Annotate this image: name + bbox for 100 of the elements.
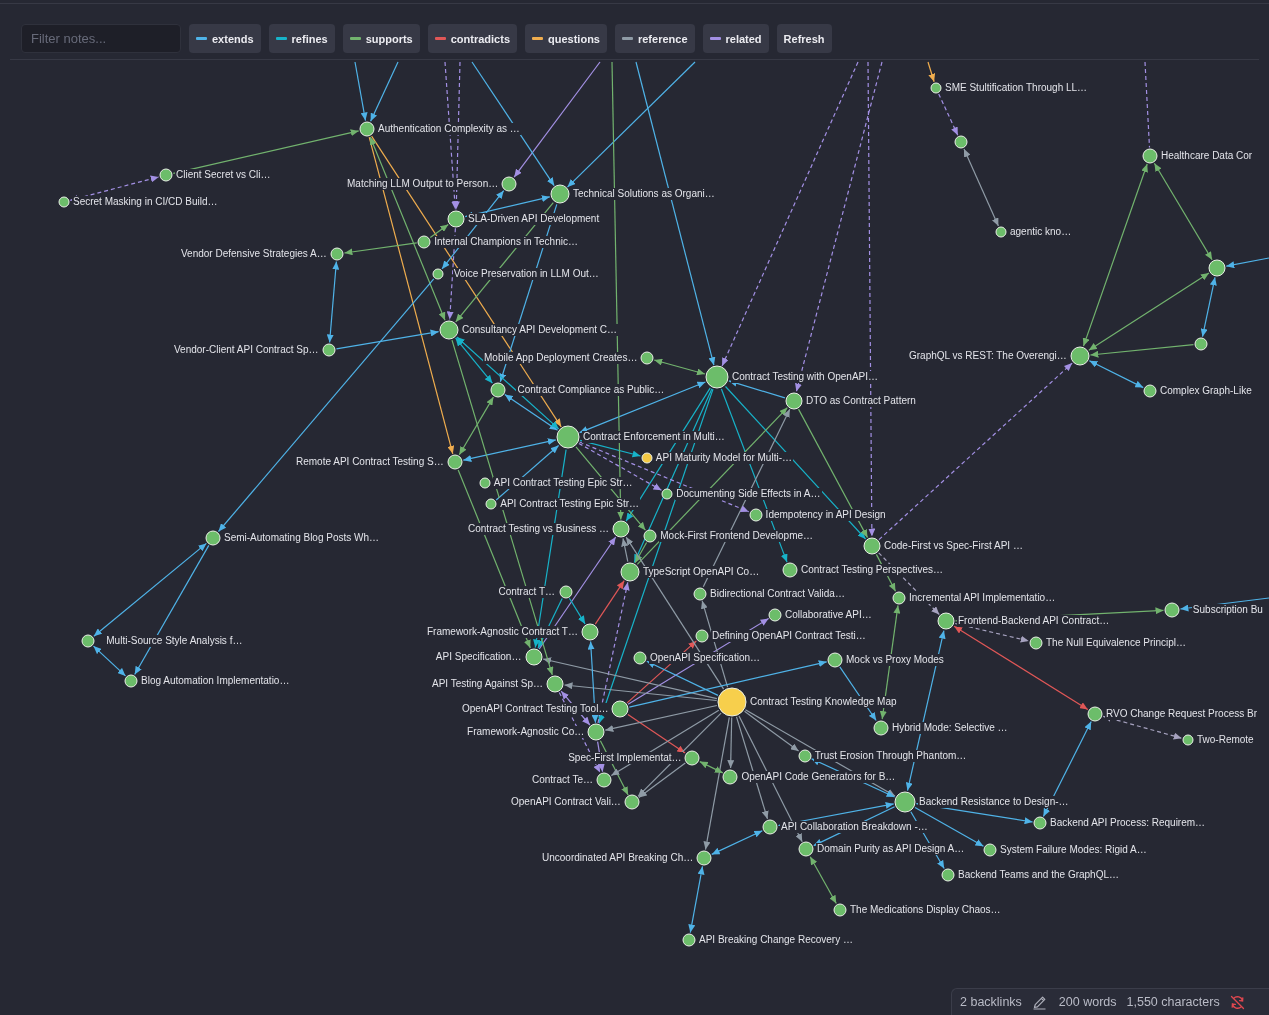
arrow xyxy=(634,541,648,564)
node-title: Vendor-Client API Contract Sp… xyxy=(173,344,320,356)
node-title: Contract Testing vs Business … xyxy=(467,523,610,536)
arrow xyxy=(464,195,551,219)
node-title: DTO as Contract Pattern xyxy=(805,394,917,407)
node-title: Technical Solutions as Organi… xyxy=(572,188,716,201)
node-title: API Specification… xyxy=(434,650,523,663)
arrow xyxy=(369,136,446,321)
node-title: Complex Graph-Like xyxy=(1159,385,1253,397)
arrow xyxy=(637,712,722,797)
graph-node xyxy=(524,647,543,666)
node-title: Client Secret vs Cli… xyxy=(175,169,272,181)
graph-node xyxy=(546,675,564,693)
arrow xyxy=(504,393,559,431)
node-title: Mock-First Frontend Developme… xyxy=(659,530,815,542)
graph-node xyxy=(417,234,432,249)
graph-node xyxy=(682,933,696,947)
node-title: Consultancy API Development C… xyxy=(461,324,619,336)
graph-node xyxy=(717,687,747,718)
arrow xyxy=(456,336,560,430)
node-title: Incremental API Implementatio… xyxy=(908,592,1057,604)
graph-node xyxy=(330,247,344,261)
arrow xyxy=(1088,360,1144,389)
arrow xyxy=(1088,272,1210,351)
graph-node xyxy=(1194,337,1208,351)
graph-node xyxy=(633,651,647,666)
graph-node xyxy=(695,628,710,643)
graph-node xyxy=(556,425,580,450)
node-title: The Medications Display Chaos… xyxy=(849,904,1002,916)
arrow xyxy=(635,61,716,366)
arrow xyxy=(217,278,435,533)
graph-node xyxy=(894,790,916,813)
graph-node xyxy=(640,351,654,365)
arrow xyxy=(579,439,642,458)
arrow xyxy=(1153,162,1213,261)
node-title: Mobile App Deployment Creates… xyxy=(483,352,639,364)
arrow xyxy=(724,385,867,540)
filter-toggle-button: reference xyxy=(614,24,695,53)
arrow xyxy=(646,660,719,696)
node-title: OpenAPI Contract Vali… xyxy=(510,796,622,809)
arrow xyxy=(354,61,368,122)
word-count: 200 words xyxy=(1058,995,1117,1009)
node-title: GraphQL vs REST: The Overengi… xyxy=(908,350,1068,362)
graph-node xyxy=(432,268,444,280)
arrow xyxy=(878,552,940,616)
graph-node xyxy=(684,749,701,766)
arrow xyxy=(743,710,800,752)
arrow xyxy=(1225,257,1269,269)
graph-node xyxy=(785,391,803,410)
node-title: Two-Remote xyxy=(1196,734,1255,746)
graph-node xyxy=(124,674,138,688)
graph-node xyxy=(159,168,173,182)
arrow xyxy=(455,337,493,384)
arrow xyxy=(735,716,769,820)
arrow xyxy=(69,175,160,202)
arrow xyxy=(471,61,555,187)
graph-node xyxy=(863,537,881,555)
graph-node xyxy=(205,530,221,546)
graph-node xyxy=(892,591,906,605)
arrow xyxy=(538,536,617,650)
node-title: SLA-Driven API Development xyxy=(467,212,601,225)
arrow xyxy=(579,381,706,434)
node-title: API Contract Testing Epic Str… xyxy=(499,498,640,511)
graph-node xyxy=(643,529,658,543)
graph-node xyxy=(768,607,782,622)
node-title: RVO Change Request Process Br xyxy=(1105,708,1258,720)
arrow xyxy=(1102,715,1183,740)
node-title: Collaborative API… xyxy=(784,608,873,621)
graph-node xyxy=(322,343,336,357)
arrow xyxy=(429,223,449,239)
node-title: Authentication Complexity as … xyxy=(377,123,521,135)
node-title: Semi-Automating Blog Posts Wh… xyxy=(223,532,381,544)
arrow xyxy=(963,148,999,227)
filter-toggle-button: refines xyxy=(268,24,335,53)
arrow xyxy=(542,657,718,700)
arrow xyxy=(795,61,883,393)
node-title: Backend Teams and the GraphQL… xyxy=(957,869,1121,881)
graph-node xyxy=(501,176,517,192)
graph-node xyxy=(587,723,606,742)
graph-node xyxy=(478,476,491,489)
arrow xyxy=(867,61,876,538)
node-title: Framework-Agnostic Co… xyxy=(466,726,586,739)
arrow xyxy=(688,865,705,934)
node-title: Framework-Agnostic Contract T… xyxy=(426,626,579,638)
node-title: Defining OpenAPI Contract Testi… xyxy=(711,629,867,642)
filter-toggle-button: related xyxy=(702,24,769,53)
graph-node xyxy=(798,841,814,858)
graph-node xyxy=(705,365,729,390)
arrow xyxy=(809,856,837,905)
arrow xyxy=(594,580,625,625)
graph-node xyxy=(640,451,653,464)
graph-node xyxy=(748,507,763,522)
arrow xyxy=(738,715,803,843)
graph-node xyxy=(937,612,955,631)
graph-node xyxy=(833,903,847,917)
graph-node xyxy=(596,772,612,789)
node-title: Documenting Side Effects in A… xyxy=(675,487,822,500)
node-title: Multi-Source Style Analysis f… xyxy=(105,635,244,647)
graph-node xyxy=(624,794,640,811)
node-title: Contract Enforcement in Multi… xyxy=(582,431,726,444)
